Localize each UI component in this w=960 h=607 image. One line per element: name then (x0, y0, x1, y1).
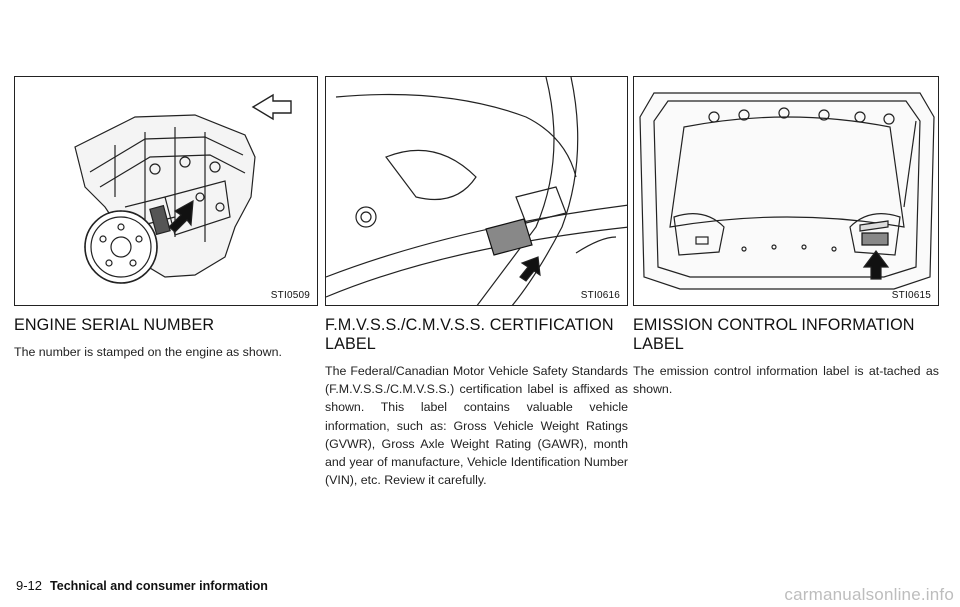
section-heading: ENGINE SERIAL NUMBER (14, 316, 215, 334)
section-engine-serial: ENGINE SERIAL NUMBER The number is stamp… (14, 316, 320, 361)
section-body: The number is stamped on the engine as s… (14, 345, 282, 359)
section-body: The Federal/Canadian Motor Vehicle Safet… (325, 364, 628, 488)
watermark: carmanualsonline.info (784, 585, 954, 604)
section-heading: F.M.V.S.S./C.M.V.S.S. CERTIFICATION LABE… (325, 316, 614, 353)
figure-door-jamb: STI0616 (325, 76, 628, 306)
figure-engine: STI0509 (14, 76, 318, 306)
hood-illustration (639, 92, 935, 290)
section-heading: EMISSION CONTROL INFORMATION LABEL (633, 316, 915, 353)
section-certification-label: F.M.V.S.S./C.M.V.S.S. CERTIFICATION LABE… (325, 316, 628, 489)
page-footer: 9-12 Technical and consumer information (16, 578, 268, 593)
figure-hood: STI0615 (633, 76, 939, 306)
section-emission-label: EMISSION CONTROL INFORMATION LABEL The e… (633, 316, 939, 398)
figure-code: STI0509 (269, 290, 311, 301)
figure-code: STI0616 (579, 290, 621, 301)
footer-section-title: Technical and consumer information (50, 579, 268, 593)
page-number: 9-12 (16, 578, 43, 593)
figure-code: STI0615 (890, 290, 932, 301)
door-jamb-illustration (326, 77, 627, 305)
engine-illustration (74, 93, 292, 284)
section-body: The emission control information label i… (633, 364, 939, 397)
